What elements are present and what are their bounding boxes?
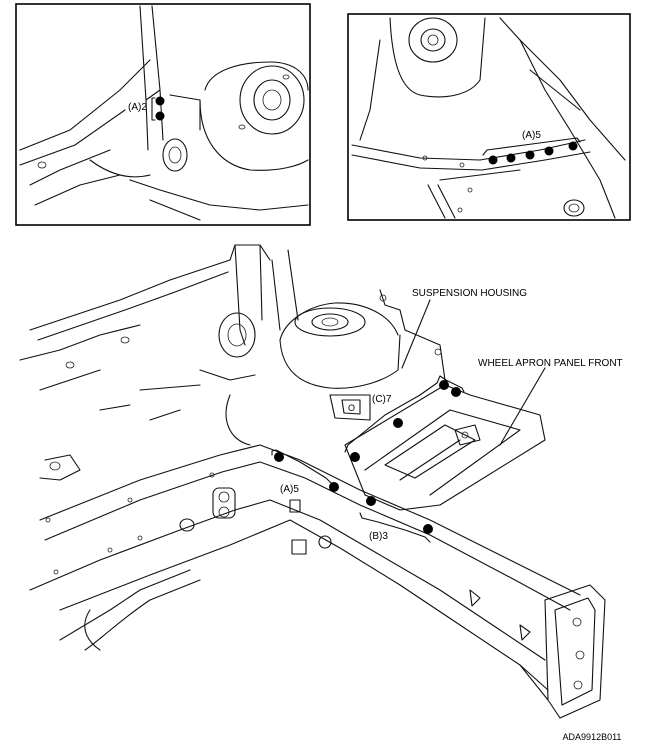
- figure-code: ADA9912B011: [563, 732, 622, 742]
- bracket-b3: [359, 512, 431, 543]
- leader-suspension-housing: [401, 299, 431, 369]
- bracket-c7: [344, 375, 465, 453]
- callout-suspension-housing: SUSPENSION HOUSING: [412, 288, 527, 299]
- inset-left-bracket: [151, 97, 156, 121]
- spot-weld-point: [366, 496, 376, 506]
- leader-wheel-apron: [499, 367, 546, 446]
- inset-right-label: (A)5: [522, 130, 541, 141]
- spot-weld-point: [423, 524, 433, 534]
- spot-weld-point: [568, 141, 578, 151]
- main-view: O: [19, 244, 623, 719]
- spot-weld-point: [506, 153, 516, 163]
- spot-weld-point: [451, 387, 461, 397]
- inset-right-frame: [347, 13, 631, 221]
- inset-left: (A)2: [15, 3, 311, 226]
- spot-weld-point: [525, 150, 535, 160]
- spot-weld-point: [155, 96, 165, 106]
- spot-weld-point: [350, 452, 360, 462]
- svg-text:O: O: [348, 403, 355, 413]
- label-b3: (B)3: [369, 531, 388, 542]
- spot-weld-point: [329, 482, 339, 492]
- spot-weld-point: [155, 111, 165, 121]
- inset-right-bracket: [482, 137, 581, 156]
- spot-weld-point: [274, 452, 284, 462]
- spot-weld-point: [393, 418, 403, 428]
- spot-weld-point: [439, 380, 449, 390]
- callout-wheel-apron-panel-front: WHEEL APRON PANEL FRONT: [478, 358, 623, 369]
- spot-weld-point: [544, 146, 554, 156]
- inset-left-label: (A)2: [128, 102, 147, 113]
- spot-weld-point: [488, 155, 498, 165]
- label-a5: (A)5: [280, 484, 299, 495]
- label-c7: (C)7: [372, 394, 392, 405]
- inset-right: (A)5: [347, 13, 631, 221]
